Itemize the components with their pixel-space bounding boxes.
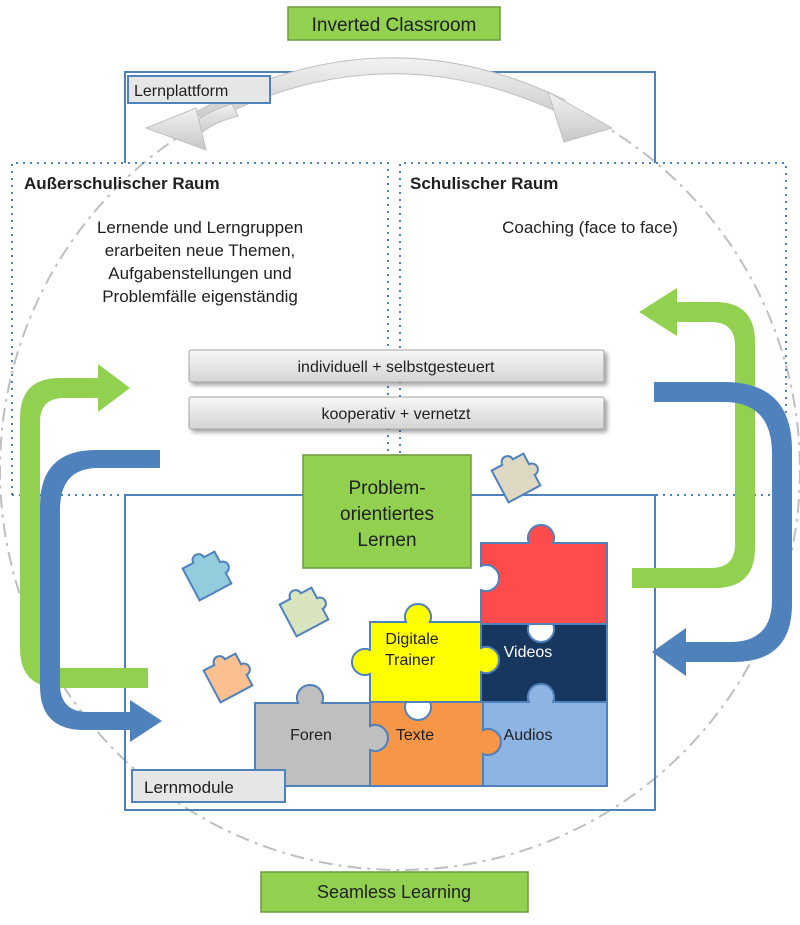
mode-bars: individuell + selbstgesteuert kooperativ…	[188, 349, 605, 430]
problem-learning-line: Problem-	[348, 478, 425, 499]
lernmodule-text: Lernmodule	[144, 778, 234, 797]
green-arrow-left-loop	[20, 378, 148, 688]
green-arrow-left-head	[98, 364, 130, 412]
blue-arrow-left-head	[130, 700, 162, 742]
puzzle-piece-red	[480, 524, 608, 625]
puzzle-piece-texte	[369, 701, 502, 787]
inverted-classroom-text: Inverted Classroom	[312, 15, 477, 36]
puzzle-label-trainer: Digitale	[385, 631, 438, 648]
scattered-puzzle-pieces	[181, 452, 542, 704]
mode-bar-individual-text: individuell + selbstgesteuert	[297, 359, 495, 376]
problem-learning-line: Lernen	[357, 530, 416, 551]
left-zone-line: erarbeiten neue Themen,	[105, 241, 296, 260]
lernmodule-label: Lernmodule	[131, 769, 286, 803]
blue-arrow-right-head	[652, 628, 686, 676]
left-zone-line: Aufgabenstellungen und	[108, 264, 291, 283]
puzzle-piece-sage-icon	[278, 586, 330, 638]
seamless-learning-box	[260, 871, 529, 913]
puzzle-label-audios: Audios	[504, 727, 553, 744]
seamless-learning-label: Seamless Learning	[260, 871, 529, 913]
left-zone-frame	[11, 162, 389, 495]
mode-bar-individual	[188, 349, 605, 383]
mode-bar-cooperative	[188, 396, 605, 430]
puzzle-label-trainer: Trainer	[385, 652, 436, 669]
green-arrow-right-head	[639, 288, 677, 336]
inverted-classroom-label: Inverted Classroom	[287, 6, 501, 41]
problem-learning-rect	[302, 454, 472, 569]
lernplattform-box	[127, 75, 271, 104]
blue-arrow-right-loop	[654, 382, 792, 662]
problem-learning-box: Problem- orientiertes Lernen	[302, 454, 472, 569]
seamless-learning-text: Seamless Learning	[317, 882, 471, 902]
puzzle-label-foren: Foren	[290, 727, 332, 744]
gray-arrow-right-head	[547, 90, 614, 143]
left-zone-line: Lernende und Lerngruppen	[97, 218, 303, 237]
puzzle-label-texte: Texte	[396, 727, 434, 744]
left-zone-line: Problemfälle eigenständig	[102, 287, 298, 306]
blue-arrow-left-loop	[40, 450, 160, 730]
green-arrows	[20, 288, 755, 688]
mode-bar-cooperative-text: kooperativ + vernetzt	[322, 406, 472, 423]
blue-arrows	[40, 382, 792, 742]
gray-arrow-left-head	[144, 107, 207, 151]
puzzle-piece-beige-icon	[490, 452, 542, 504]
lernplattform-text: Lernplattform	[134, 83, 228, 100]
right-zone-frame	[399, 162, 787, 495]
lernplattform-label: Lernplattform	[127, 75, 271, 104]
gray-cycle-arrows	[144, 57, 614, 151]
left-zone-text: Lernende und Lerngruppen erarbeiten neue…	[97, 218, 303, 306]
puzzle-piece-trainer	[351, 603, 500, 703]
module-puzzle: Digitale Trainer Videos Foren Texte Audi…	[254, 524, 608, 787]
right-zone-text: Coaching (face to face)	[502, 218, 678, 237]
left-zone-title: Außerschulischer Raum	[24, 174, 220, 193]
puzzle-piece-peach-icon	[202, 652, 254, 704]
inverted-classroom-box	[287, 6, 501, 41]
right-zone-title: Schulischer Raum	[410, 174, 558, 193]
puzzle-piece-audios	[482, 683, 608, 787]
green-arrow-right-loop	[632, 302, 755, 588]
lernmodule-box	[131, 769, 286, 803]
puzzle-label-videos: Videos	[504, 644, 553, 661]
puzzle-piece-lightblue-icon	[181, 550, 233, 602]
problem-learning-line: orientiertes	[340, 504, 434, 525]
